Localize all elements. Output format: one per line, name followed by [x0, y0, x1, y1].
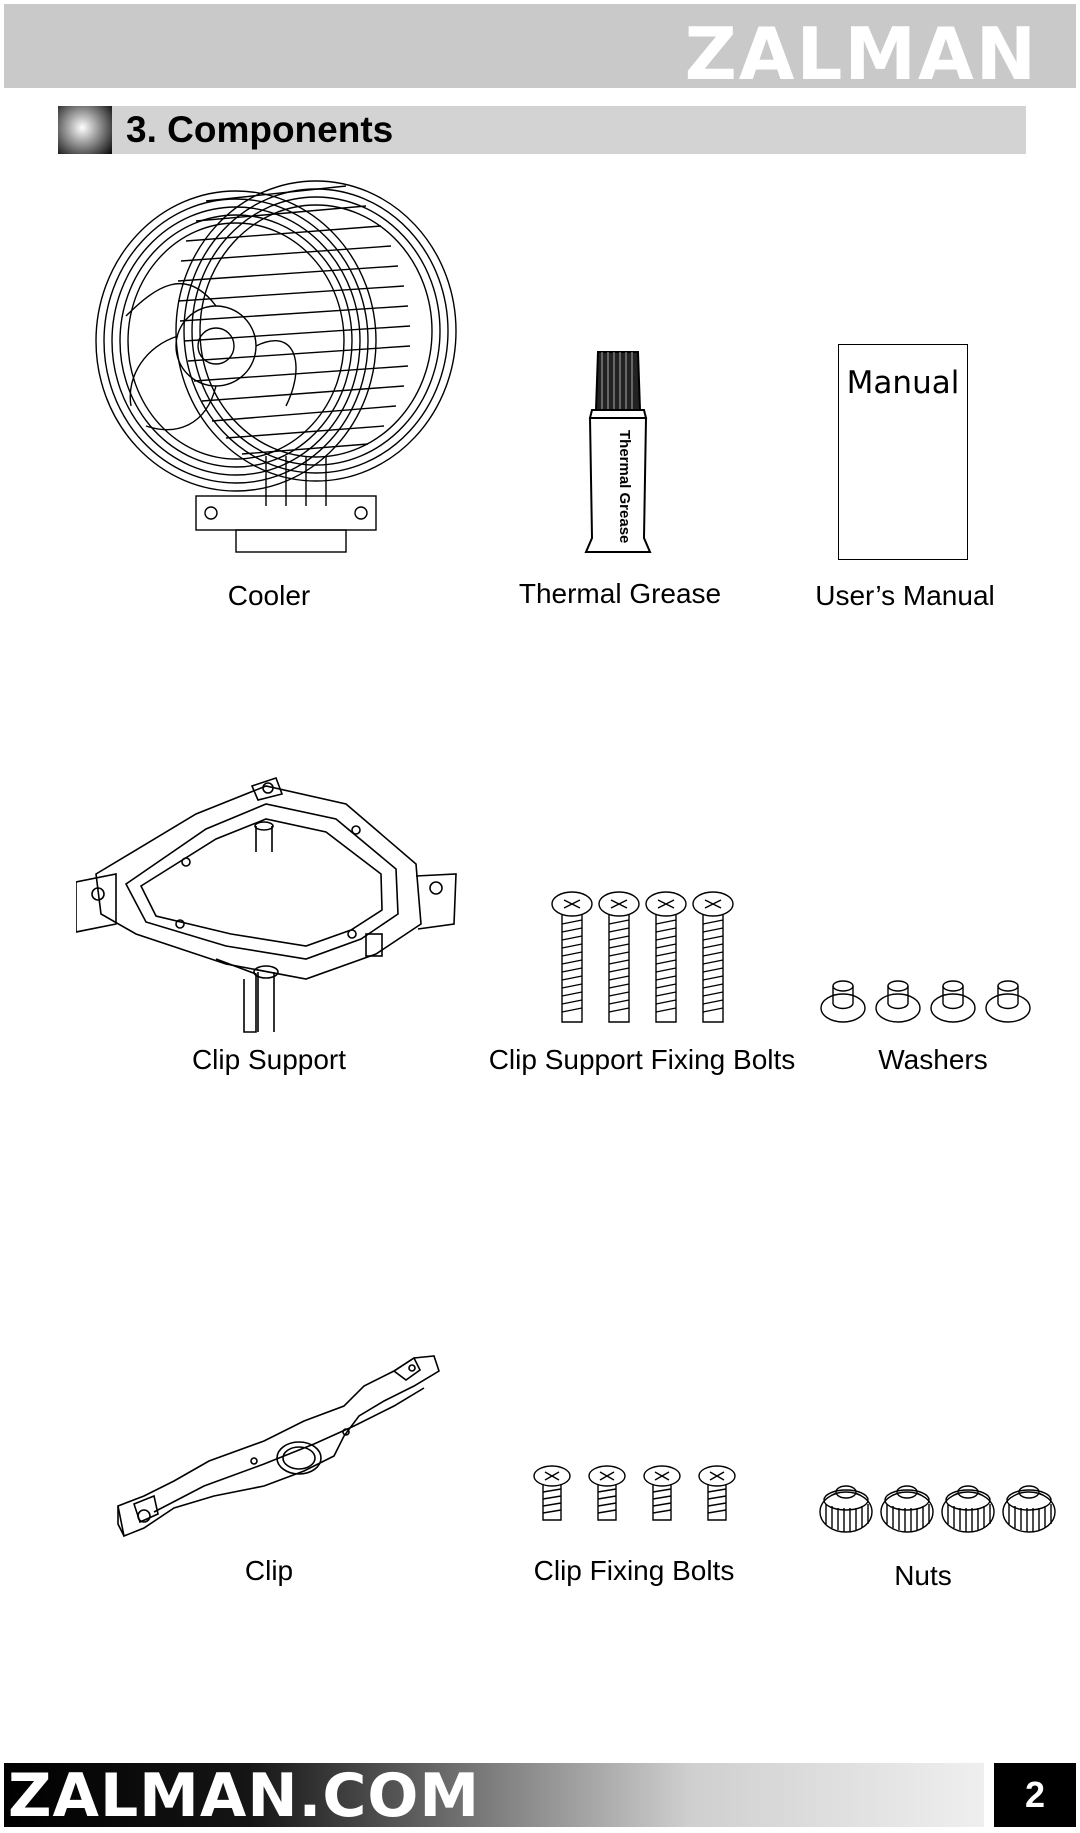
caption-users-manual: User’s Manual — [815, 580, 995, 611]
clip-support-fixing-bolts-illustration — [551, 891, 734, 1023]
manual-cover-title: Manual — [846, 365, 960, 401]
caption-clip-fixing-bolts: Clip Fixing Bolts — [533, 1555, 735, 1586]
washer-2 — [875, 980, 921, 1023]
washers-illustration — [820, 980, 1031, 1023]
page-number: 2 — [1024, 1774, 1046, 1815]
thermal-grease-tube-label: Thermal Grease — [616, 430, 633, 543]
footer-bar: ZALMAN.COM — [4, 1761, 984, 1831]
nut-4 — [1002, 1485, 1056, 1533]
washer-4 — [985, 980, 1031, 1023]
clip-fixing-bolts-illustration — [533, 1465, 736, 1521]
cooler-fins — [95, 180, 457, 492]
caption-clip-support-fixing-bolts: Clip Support Fixing Bolts — [488, 1044, 796, 1075]
clip-illustration — [117, 1355, 440, 1538]
section-bullet-icon — [58, 106, 112, 154]
header-bar: ZALMAN — [4, 4, 1076, 96]
short-bolt-1 — [533, 1465, 571, 1521]
nut-3 — [941, 1485, 995, 1533]
caption-nuts: Nuts — [894, 1560, 952, 1591]
washer-1 — [820, 980, 866, 1023]
caption-cooler: Cooler — [227, 580, 311, 611]
short-bolt-2 — [588, 1465, 626, 1521]
washer-3 — [930, 980, 976, 1023]
footer-url: ZALMAN.COM — [8, 1761, 481, 1831]
short-bolt-4 — [698, 1465, 736, 1521]
caption-clip: Clip — [244, 1555, 294, 1586]
bolt-4 — [692, 891, 734, 1023]
section-title: 3. Components — [126, 109, 394, 150]
short-bolt-3 — [643, 1465, 681, 1521]
thermal-grease-illustration: Thermal Grease — [584, 351, 652, 553]
nuts-illustration — [819, 1485, 1056, 1533]
section-heading: 3. Components — [58, 106, 1026, 154]
bolt-2 — [598, 891, 640, 1023]
nut-2 — [880, 1485, 934, 1533]
bolt-1 — [551, 891, 593, 1023]
cooler-illustration — [95, 180, 457, 553]
nut-1 — [819, 1485, 873, 1533]
brand-logo: ZALMAN — [684, 12, 1038, 96]
clip-support-illustration — [76, 776, 457, 1033]
cooler-fan — [125, 282, 297, 431]
caption-clip-support: Clip Support — [191, 1044, 347, 1075]
bolt-3 — [645, 891, 687, 1023]
cooler-base — [195, 456, 377, 553]
manual-booklet: Manual — [838, 344, 968, 560]
caption-washers: Washers — [878, 1044, 988, 1075]
caption-thermal-grease: Thermal Grease — [518, 578, 722, 609]
page-number-box: 2 — [994, 1763, 1076, 1827]
